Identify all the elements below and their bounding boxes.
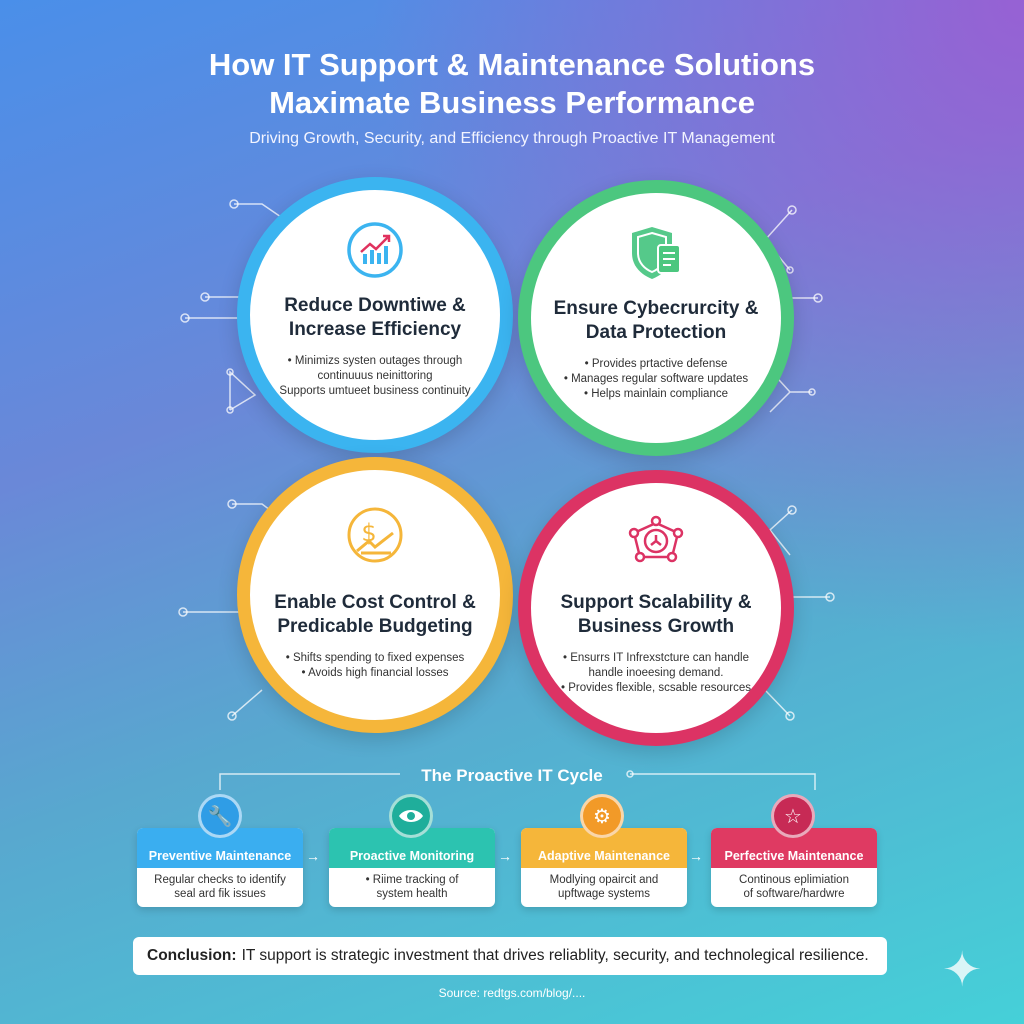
benefit-bullet: • Shifts spending to fixed expenses bbox=[285, 652, 465, 664]
step-desc: Regular checks to identify bbox=[154, 874, 286, 886]
benefit-bullet: • Avoids high financial losses bbox=[301, 667, 449, 679]
dollar-chart-icon: $ bbox=[347, 507, 403, 563]
conclusion-label: Conclusion: bbox=[147, 947, 237, 964]
benefit-circle-cost-control: $ Enable Cost Control & Predicable Budge… bbox=[237, 457, 513, 733]
benefit-title: Ensure Cybecrurcity & Data Protection bbox=[553, 298, 759, 343]
benefit-bullet: continuuus neinittoring bbox=[317, 370, 433, 382]
benefit-bullet: • Ensurrs IT Infrexstcture can handle bbox=[563, 652, 749, 664]
star-icon: ☆ bbox=[771, 794, 815, 838]
step-desc: seal ard fik issues bbox=[174, 888, 266, 900]
arrow-icon: → bbox=[306, 848, 320, 864]
benefit-bullet: • Helps mainlain compliance bbox=[583, 388, 728, 400]
benefit-bullet: handle inoeesing demand. bbox=[588, 667, 724, 679]
step-desc: of software/hardwre bbox=[743, 888, 845, 900]
source-text: Source: redtgs.com/blog/.... bbox=[438, 986, 586, 1000]
benefit-title: Support Scalability & Business Growth bbox=[560, 592, 752, 637]
chart-gauge-icon bbox=[347, 222, 403, 278]
eye-icon bbox=[389, 794, 433, 838]
benefit-bullet: Supports umtueet business continuity bbox=[279, 385, 471, 397]
wrench-icon: 🔧 bbox=[198, 794, 242, 838]
shield-document-icon bbox=[632, 227, 681, 279]
gear-icon: ⚙ bbox=[580, 794, 624, 838]
step-desc: Modlying opaircit and bbox=[549, 874, 659, 886]
step-desc: system health bbox=[376, 888, 448, 900]
benefit-bullet: • Provides prtactive defense bbox=[584, 358, 728, 370]
benefit-title: Enable Cost Control & Predicable Budgeti… bbox=[274, 592, 476, 637]
sparkle-icon: ✦ bbox=[942, 944, 983, 997]
step-desc: Continous eplimiation bbox=[739, 874, 849, 886]
benefit-circle-downtime: Reduce Downtiwe & Increase Efficiency • … bbox=[237, 177, 513, 453]
benefit-bullet: • Provides flexible, scsable resources bbox=[560, 682, 752, 694]
arrow-icon: → bbox=[498, 848, 512, 864]
benefit-bullet: • Minimizs systen outages through bbox=[287, 355, 463, 367]
cycle-title: The Proactive IT Cycle bbox=[421, 766, 603, 785]
conclusion-text: IT support is strategic investment that … bbox=[241, 947, 869, 964]
step-desc: • Riime tracking of bbox=[365, 874, 459, 886]
step-label: Perfective Maintenance bbox=[711, 828, 877, 868]
page-subtitle: Driving Growth, Security, and Efficiency… bbox=[249, 130, 775, 147]
benefit-circle-cybersecurity: Ensure Cybecrurcity & Data Protection • … bbox=[518, 180, 794, 456]
benefit-bullet: • Manages regular software updates bbox=[563, 373, 749, 385]
benefit-title: Reduce Downtiwe & Increase Efficiency bbox=[284, 295, 466, 340]
benefit-circle-scalability: Support Scalability & Business Growth • … bbox=[518, 470, 794, 746]
conclusion-bar: Conclusion:IT support is strategic inves… bbox=[133, 937, 887, 975]
network-nodes-icon bbox=[628, 515, 684, 563]
svg-text:$: $ bbox=[361, 519, 376, 547]
step-desc: upftwage systems bbox=[557, 888, 651, 900]
arrow-icon: → bbox=[689, 848, 703, 864]
